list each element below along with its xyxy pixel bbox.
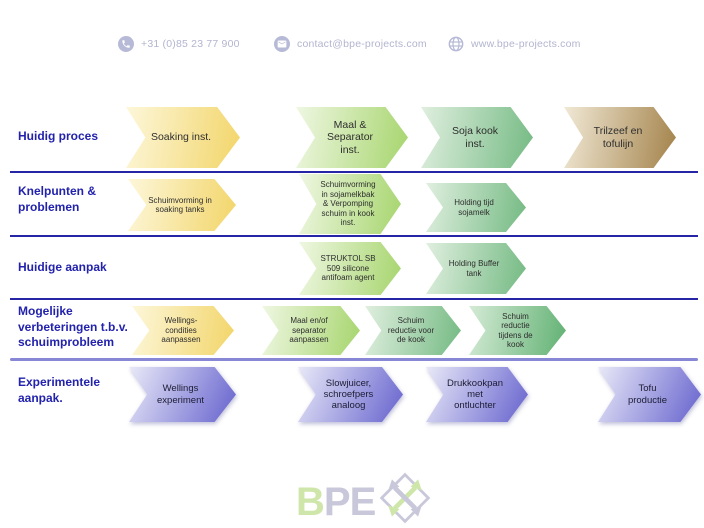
arrow-maal-separator-aanpassen: Maal en/of separator aanpassen: [262, 306, 360, 355]
arrow-holding-buffer-tank: Holding Buffer tank: [426, 243, 526, 294]
divider-3: [10, 298, 698, 300]
arrow-wellings-experiment: Wellings experiment: [129, 367, 236, 422]
contact-phone: +31 (0)85 23 77 900: [118, 36, 240, 52]
divider-1: [10, 171, 698, 173]
arrow-schuim-reductie-tijdens-kook: Schuim reductie tijdens de kook: [469, 306, 566, 355]
row-label-knelpunten-problemen: Knelpunten & problemen: [18, 184, 96, 214]
row-label-mogelijke-verbeteringen: Mogelijke verbeteringen t.b.v. schuimpro…: [18, 304, 128, 350]
row-label-experimentele-aanpak: Experimentele aanpak.: [18, 375, 101, 405]
bpe-compass-arrows-icon: [379, 472, 431, 524]
row-label-huidig-proces: Huidig proces: [18, 129, 99, 143]
phone-number: +31 (0)85 23 77 900: [141, 38, 240, 50]
divider-4: [10, 358, 698, 361]
bpe-logo: BPE: [296, 470, 433, 526]
arrow-schuimvorming-sojamelkbak: Schuimvorming in sojamelkbak & Verpompin…: [299, 174, 401, 234]
arrow-drukkookpan-ontluchter: Drukkookpan met ontluchter: [426, 367, 528, 422]
arrow-wellings-condities: Wellings- condities aanpassen: [132, 306, 234, 355]
row-label-huidige-aanpak: Huidige aanpak: [18, 260, 107, 274]
arrow-slowjuicer-schroefpers: Slowjuicer, schroefpers analoog: [298, 367, 403, 422]
email-address: contact@bpe-projects.com: [297, 38, 427, 50]
arrow-soja-kook-inst: Soja kook inst.: [421, 107, 533, 168]
arrow-holding-tijd-sojamelk: Holding tijd sojamelk: [426, 183, 526, 232]
email-icon: [274, 36, 290, 52]
divider-2: [10, 235, 698, 237]
phone-icon: [118, 36, 134, 52]
website-url: www.bpe-projects.com: [471, 38, 581, 50]
arrow-maal-separator-inst: Maal & Separator inst.: [296, 107, 408, 168]
arrow-schuim-reductie-voor-kook: Schuim reductie voor de kook: [365, 306, 461, 355]
globe-icon: [448, 36, 464, 52]
arrow-schuimvorming-soaking-tanks: Schuimvorming in soaking tanks: [128, 179, 236, 231]
arrow-struktol-antifoam: STRUKTOL SB 509 silicone antifoam agent: [299, 242, 401, 295]
contact-email: contact@bpe-projects.com: [274, 36, 427, 52]
bpe-logo-text: BPE: [296, 480, 376, 524]
arrow-tofu-productie: Tofu productie: [598, 367, 701, 422]
arrow-trilzeef-tofulijn: Trilzeef en tofulijn: [564, 107, 676, 168]
contact-website: www.bpe-projects.com: [448, 36, 581, 52]
